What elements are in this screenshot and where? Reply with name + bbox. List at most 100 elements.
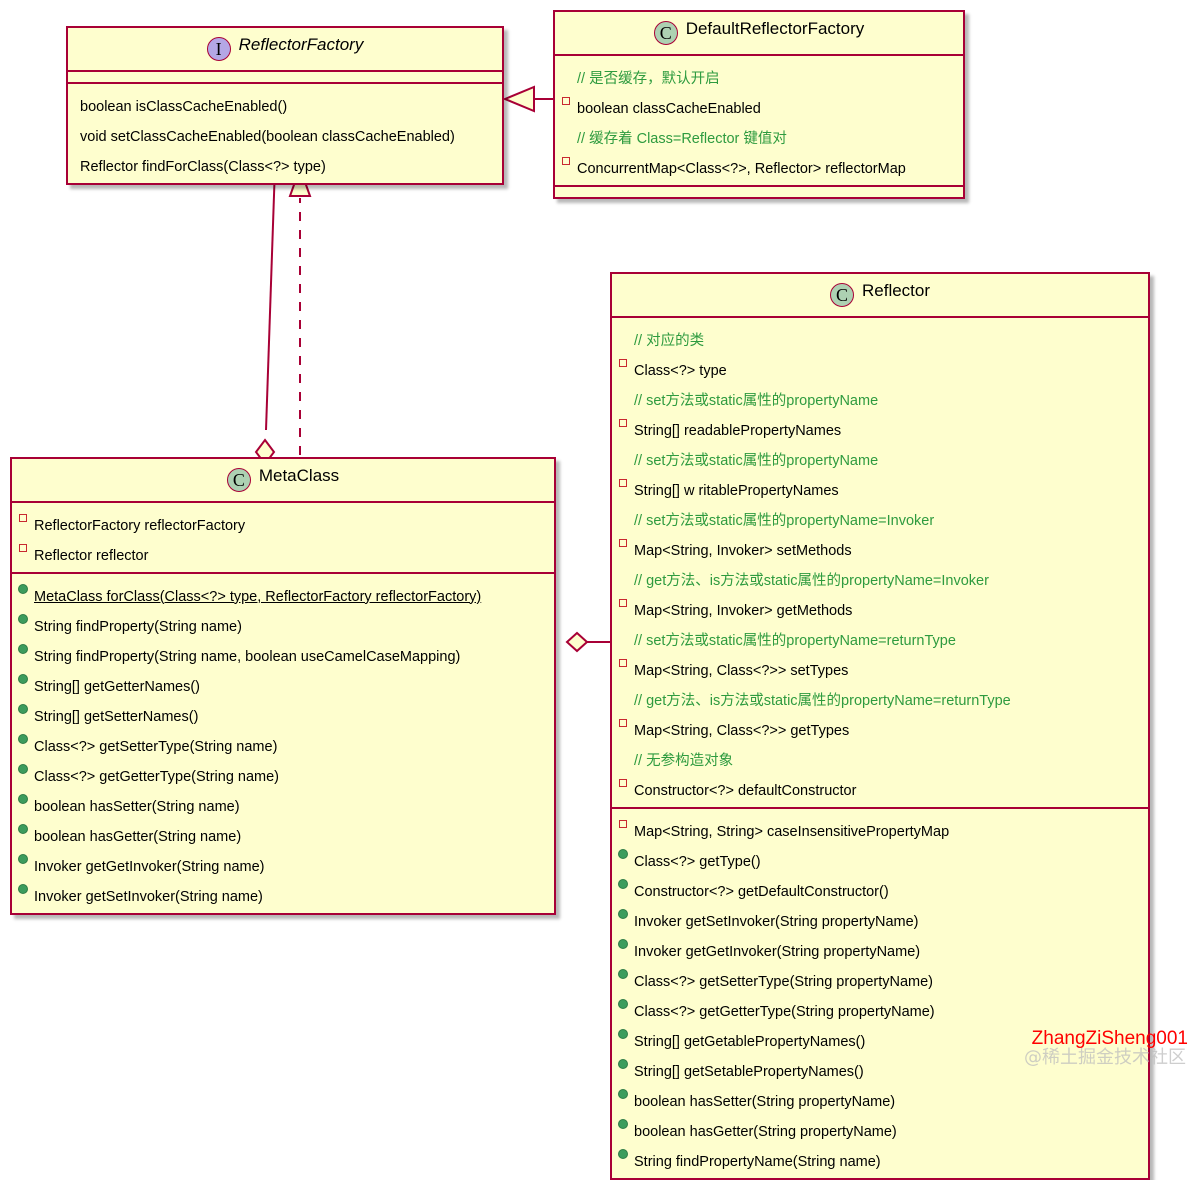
public-method-marker-icon	[18, 728, 34, 751]
method-row[interactable]: Class<?> getGetterType(String name)	[18, 758, 548, 788]
method-row[interactable]: String[] getGetablePropertyNames()	[618, 1023, 1142, 1053]
fields-compartment-reflector-factory	[68, 72, 502, 82]
field-comment-row: // 是否缓存，默认开启	[561, 60, 957, 90]
public-method-marker-icon	[618, 843, 634, 866]
field-signature: ConcurrentMap<Class<?>, Reflector> refle…	[577, 160, 906, 177]
method-signature: MetaClass forClass(Class<?> type, Reflec…	[34, 588, 482, 605]
methods-compartment-meta-class: MetaClass forClass(Class<?> type, Reflec…	[12, 574, 554, 913]
field-row[interactable]: String[] readablePropertyNames	[618, 412, 1142, 442]
method-row[interactable]: String findProperty(String name)	[18, 608, 548, 638]
public-method-marker-icon	[618, 1083, 634, 1106]
private-field-marker-icon	[618, 412, 634, 435]
compartment-divider	[612, 316, 1148, 318]
field-comment-row: // 对应的类	[618, 322, 1142, 352]
methods-compartment-default-reflector-factory	[555, 187, 963, 197]
method-row[interactable]: Class<?> getGetterType(String propertyNa…	[618, 993, 1142, 1023]
private-field-marker-icon	[18, 507, 34, 530]
method-signature: String findProperty(String name, boolean…	[34, 648, 461, 665]
method-signature: Invoker getGetInvoker(String name)	[34, 858, 265, 875]
field-row[interactable]: Map<String, Invoker> getMethods	[618, 592, 1142, 622]
comment-text: // get方法、is方法或static属性的propertyName=Invo…	[634, 572, 989, 589]
field-row[interactable]: ReflectorFactory reflectorFactory	[18, 507, 548, 537]
private-field-marker-icon	[618, 592, 634, 615]
method-signature: Class<?> getSetterType(String name)	[34, 738, 278, 755]
class-title: ReflectorFactory	[238, 35, 364, 54]
comment-marker-icon	[618, 382, 634, 405]
private-field-marker-icon	[618, 472, 634, 495]
method-signature: String findProperty(String name)	[34, 618, 242, 635]
class-header-reflector-factory: I ReflectorFactory	[68, 28, 502, 70]
comment-text: // 是否缓存，默认开启	[577, 70, 720, 87]
author-watermark: ZhangZiSheng001	[1031, 1028, 1188, 1049]
public-method-marker-icon	[18, 668, 34, 691]
method-signature: Invoker getGetInvoker(String propertyNam…	[634, 943, 921, 960]
compartment-divider	[555, 54, 963, 56]
method-row[interactable]: String[] getGetterNames()	[18, 668, 548, 698]
field-row[interactable]: Map<String, Class<?>> setTypes	[618, 652, 1142, 682]
method-signature: Class<?> getGetterType(String propertyNa…	[634, 1003, 935, 1020]
method-row[interactable]: Class<?> getSetterType(String propertyNa…	[618, 963, 1142, 993]
field-signature: String[] w ritablePropertyNames	[634, 482, 839, 499]
method-signature: boolean hasGetter(String name)	[34, 828, 242, 845]
method-row[interactable]: boolean hasSetter(String name)	[18, 788, 548, 818]
field-row[interactable]: Constructor<?> defaultConstructor	[618, 772, 1142, 802]
field-row[interactable]: Map<String, Invoker> setMethods	[618, 532, 1142, 562]
method-row[interactable]: boolean hasGetter(String name)	[18, 818, 548, 848]
field-row[interactable]: Map<String, String> caseInsensitivePrope…	[618, 813, 1142, 843]
comment-marker-icon	[618, 322, 634, 345]
method-row[interactable]: Invoker getSetInvoker(String propertyNam…	[618, 903, 1142, 933]
field-row[interactable]: ConcurrentMap<Class<?>, Reflector> refle…	[561, 150, 957, 180]
relation-dependency-metaclass-to-factory	[288, 165, 312, 455]
private-field-marker-icon	[561, 90, 577, 113]
method-row[interactable]: Invoker getSetInvoker(String name)	[18, 878, 548, 908]
field-row[interactable]: Class<?> type	[618, 352, 1142, 382]
field-signature: Reflector reflector	[34, 547, 149, 564]
method-row[interactable]: boolean hasSetter(String propertyName)	[618, 1083, 1142, 1113]
field-row[interactable]: Reflector reflector	[18, 537, 548, 567]
method-row[interactable]: Invoker getGetInvoker(String propertyNam…	[618, 933, 1142, 963]
comment-text: // 缓存着 Class=Reflector 键值对	[577, 130, 787, 147]
method-row[interactable]: void setClassCacheEnabled(boolean classC…	[74, 118, 496, 148]
method-signature: boolean isClassCacheEnabled()	[80, 98, 288, 115]
method-row[interactable]: String[] getSetterNames()	[18, 698, 548, 728]
diagram-canvas: I ReflectorFactory boolean isClassCacheEn…	[10, 10, 1188, 1180]
comment-marker-icon	[618, 682, 634, 705]
method-row[interactable]: Constructor<?> getDefaultConstructor()	[618, 873, 1142, 903]
field-comment-row: // get方法、is方法或static属性的propertyName=retu…	[618, 682, 1142, 712]
field-row[interactable]: String[] w ritablePropertyNames	[618, 472, 1142, 502]
interface-stereotype-icon: I	[206, 37, 231, 61]
field-comment-row: // set方法或static属性的propertyName	[618, 442, 1142, 472]
compartment-divider	[555, 185, 963, 187]
static-method-row[interactable]: MetaClass forClass(Class<?> type, Reflec…	[18, 578, 548, 608]
method-signature: String findPropertyName(String name)	[634, 1153, 881, 1170]
method-row[interactable]: Invoker getGetInvoker(String name)	[18, 848, 548, 878]
method-row[interactable]: Reflector findForClass(Class<?> type)	[74, 148, 496, 178]
method-row[interactable]: boolean isClassCacheEnabled()	[74, 88, 496, 118]
public-method-marker-icon	[618, 1053, 634, 1076]
comment-marker-icon	[618, 622, 634, 645]
private-field-marker-icon	[618, 652, 634, 675]
comment-marker-icon	[618, 442, 634, 465]
field-row[interactable]: Map<String, Class<?>> getTypes	[618, 712, 1142, 742]
fields-compartment-default-reflector-factory: // 是否缓存，默认开启 boolean classCacheEnabled /…	[555, 56, 963, 185]
field-signature: Map<String, String> caseInsensitivePrope…	[634, 823, 950, 840]
method-row[interactable]: String findPropertyName(String name)	[618, 1143, 1142, 1173]
field-row[interactable]: boolean classCacheEnabled	[561, 90, 957, 120]
public-method-marker-icon	[18, 638, 34, 661]
public-method-marker-icon	[18, 818, 34, 841]
public-method-marker-icon	[618, 933, 634, 956]
class-title: Reflector	[861, 281, 931, 300]
method-row[interactable]: boolean hasGetter(String propertyName)	[618, 1113, 1142, 1143]
method-signature: Class<?> getSetterType(String propertyNa…	[634, 973, 933, 990]
fields-compartment-reflector: // 对应的类 Class<?> type // set方法或static属性的…	[612, 318, 1148, 807]
method-row[interactable]: Class<?> getSetterType(String name)	[18, 728, 548, 758]
method-row[interactable]: Class<?> getType()	[618, 843, 1142, 873]
compartment-divider	[12, 501, 554, 503]
method-signature: boolean hasGetter(String propertyName)	[634, 1123, 897, 1140]
class-box-reflector-factory[interactable]: I ReflectorFactory boolean isClassCacheEn…	[66, 26, 504, 185]
method-row[interactable]: String findProperty(String name, boolean…	[18, 638, 548, 668]
